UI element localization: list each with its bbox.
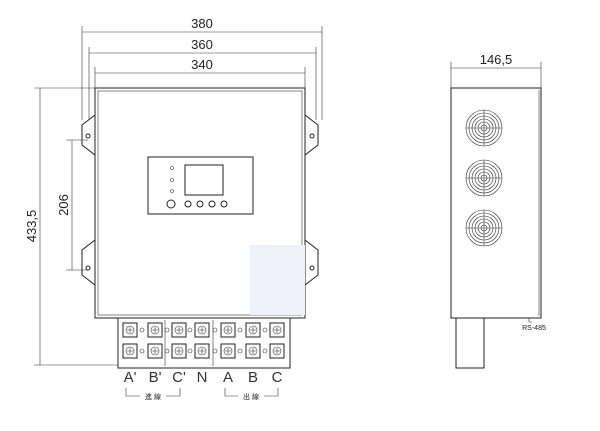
terminal-hole	[262, 348, 268, 354]
terminal-c-out: C	[272, 369, 283, 386]
led-icon	[170, 178, 174, 182]
terminal-screw-icon	[269, 343, 285, 359]
display-panel	[147, 156, 254, 215]
terminal-hole	[262, 327, 268, 333]
terminal-b-in: B'	[149, 369, 162, 386]
fan-icon	[465, 159, 503, 197]
terminal-hole	[237, 327, 243, 333]
terminal-hole	[187, 348, 193, 354]
terminal-screw-icon	[147, 343, 163, 359]
terminal-hole	[237, 348, 243, 354]
button-icon	[166, 199, 176, 209]
front-view-enclosure	[81, 87, 319, 319]
terminal-hole	[164, 348, 170, 354]
terminal-hole	[139, 327, 145, 333]
led-icon	[170, 166, 174, 170]
dimension-body-width: 340	[94, 57, 306, 88]
dim-146-5: 146,5	[480, 52, 513, 67]
terminal-block	[117, 317, 291, 369]
terminal-screw-icon	[220, 322, 236, 338]
button-icon	[184, 200, 192, 208]
terminal-c-in: C'	[172, 369, 186, 386]
dimension-overall-width: 380	[81, 16, 323, 120]
dimension-mount-spacing: 206	[56, 139, 88, 271]
dim-340: 340	[191, 57, 213, 72]
lcd-screen	[184, 164, 224, 196]
terminal-screw-icon	[122, 322, 138, 338]
rs485-label: RS-485	[522, 325, 546, 332]
terminal-screw-icon	[269, 322, 285, 338]
cable-gland	[455, 317, 485, 369]
dim-206: 206	[56, 194, 71, 216]
terminal-hole	[139, 348, 145, 354]
terminal-a-in: A'	[124, 369, 137, 386]
terminal-a-out: A	[223, 369, 233, 386]
button-icon	[196, 200, 204, 208]
terminal-hole	[187, 327, 193, 333]
terminal-hole	[164, 327, 170, 333]
fan-icon	[465, 109, 503, 147]
dim-433-5: 433,5	[24, 210, 39, 243]
output-group-label: 出 線	[243, 392, 259, 401]
terminal-screw-icon	[171, 322, 187, 338]
dimension-depth: 146,5	[450, 52, 542, 88]
terminal-screw-icon	[122, 343, 138, 359]
input-group-label: 進 線	[145, 392, 161, 401]
terminal-hole	[212, 327, 218, 333]
terminal-screw-icon	[245, 322, 261, 338]
terminal-screw-icon	[194, 343, 210, 359]
dimension-mount-width: 360	[88, 37, 317, 120]
button-icon	[220, 200, 228, 208]
terminal-n: N	[197, 369, 208, 386]
terminal-screw-icon	[147, 322, 163, 338]
terminal-b-out: B	[248, 369, 258, 386]
terminal-screw-icon	[220, 343, 236, 359]
terminal-screw-icon	[194, 322, 210, 338]
terminal-screw-icon	[245, 343, 261, 359]
dimension-height: 433,5	[24, 87, 118, 366]
terminal-screw-icon	[171, 343, 187, 359]
button-icon	[208, 200, 216, 208]
dim-360: 360	[191, 37, 213, 52]
led-icon	[170, 189, 174, 193]
terminal-hole	[212, 348, 218, 354]
terminal-labels: A' B' C' N A B C 進 線 出 線	[124, 369, 283, 401]
reflection	[250, 245, 305, 315]
dim-380: 380	[191, 16, 213, 31]
fan-icon	[465, 209, 503, 247]
side-view-enclosure: RS-485	[450, 87, 546, 369]
